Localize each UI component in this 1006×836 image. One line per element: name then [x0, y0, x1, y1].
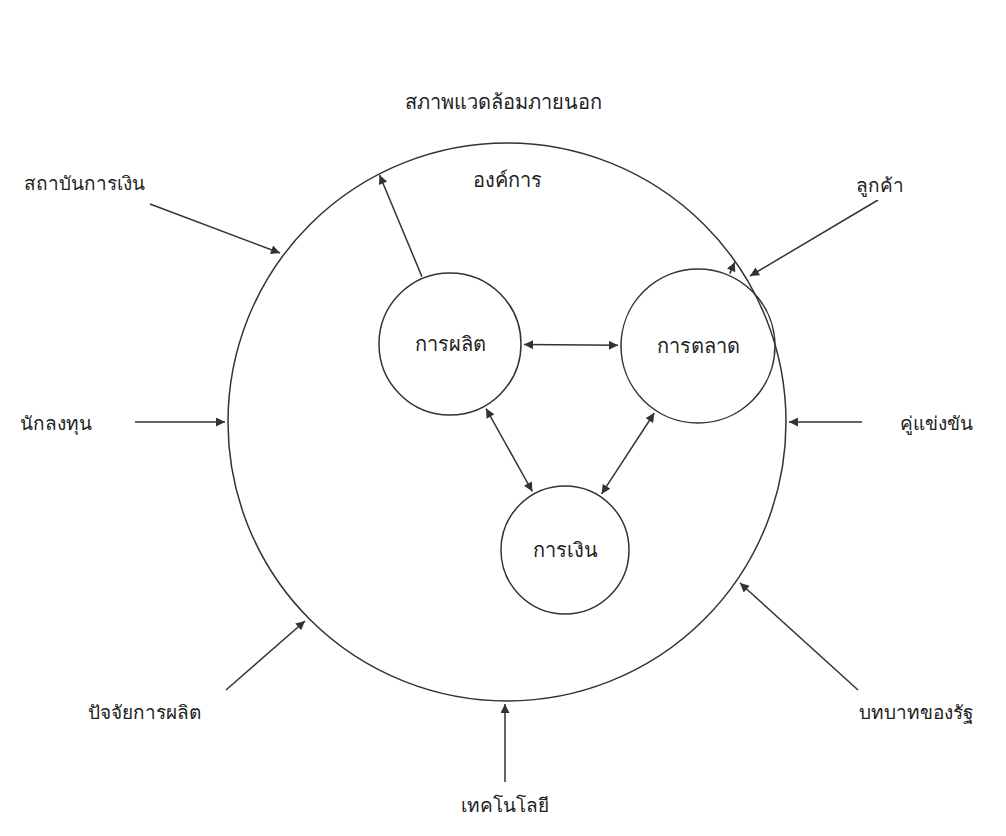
flow-arrow [486, 409, 532, 492]
circle-border [621, 269, 775, 423]
environment-label: ปัจจัยการผลิต [86, 697, 203, 727]
circle-border [228, 143, 786, 701]
environment-label: คู่แข่งขัน [898, 408, 975, 438]
diagram-title: สภาพแวดล้อมภายนอก [405, 86, 602, 118]
function-circle: การผลิต [378, 272, 522, 416]
label-area: นักลงทุน [18, 408, 94, 438]
title-area: สภาพแวดล้อมภายนอก [0, 86, 1006, 118]
environment-label: สถาบันการเงิน [22, 168, 147, 198]
environment-label: ลูกค้า [854, 170, 906, 200]
leader-arrow [504, 704, 506, 782]
label-area: ปัจจัยการผลิต [86, 697, 203, 727]
circle-border [379, 273, 521, 415]
leader-arrow [135, 421, 225, 423]
label-area: ลูกค้า [854, 170, 906, 200]
node-text: การตลาด [657, 330, 740, 362]
circle-outline [227, 142, 787, 702]
label-area: เทคโนโลยี [459, 790, 551, 820]
node-text: การเงิน [533, 534, 598, 566]
leader-arrow [150, 204, 280, 253]
leader-arrow [789, 421, 862, 423]
function-circle: การตลาด [620, 268, 776, 424]
label-area: คู่แข่งขัน [898, 408, 975, 438]
leader-arrow [226, 621, 305, 690]
function-circle: การเงิน [500, 485, 630, 615]
flow-arrow [730, 262, 735, 274]
environment-label: บทบาทของรัฐ [857, 697, 975, 727]
node-text: องค์การ [473, 164, 542, 196]
flow-arrow [524, 344, 618, 346]
leader-arrow [750, 200, 878, 276]
label-area: บทบาทของรัฐ [857, 697, 975, 727]
flow-arrow [602, 413, 655, 494]
circle-border [501, 486, 629, 614]
node-text: การผลิต [415, 328, 486, 360]
environment-label: นักลงทุน [18, 408, 94, 438]
label-area: สถาบันการเงิน [22, 168, 147, 198]
environment-label: เทคโนโลยี [459, 790, 551, 820]
organization-circle: องค์การการผลิต การตลาดการเงิน [227, 142, 787, 702]
flow-arrow [380, 175, 422, 277]
leader-arrow [740, 583, 858, 690]
